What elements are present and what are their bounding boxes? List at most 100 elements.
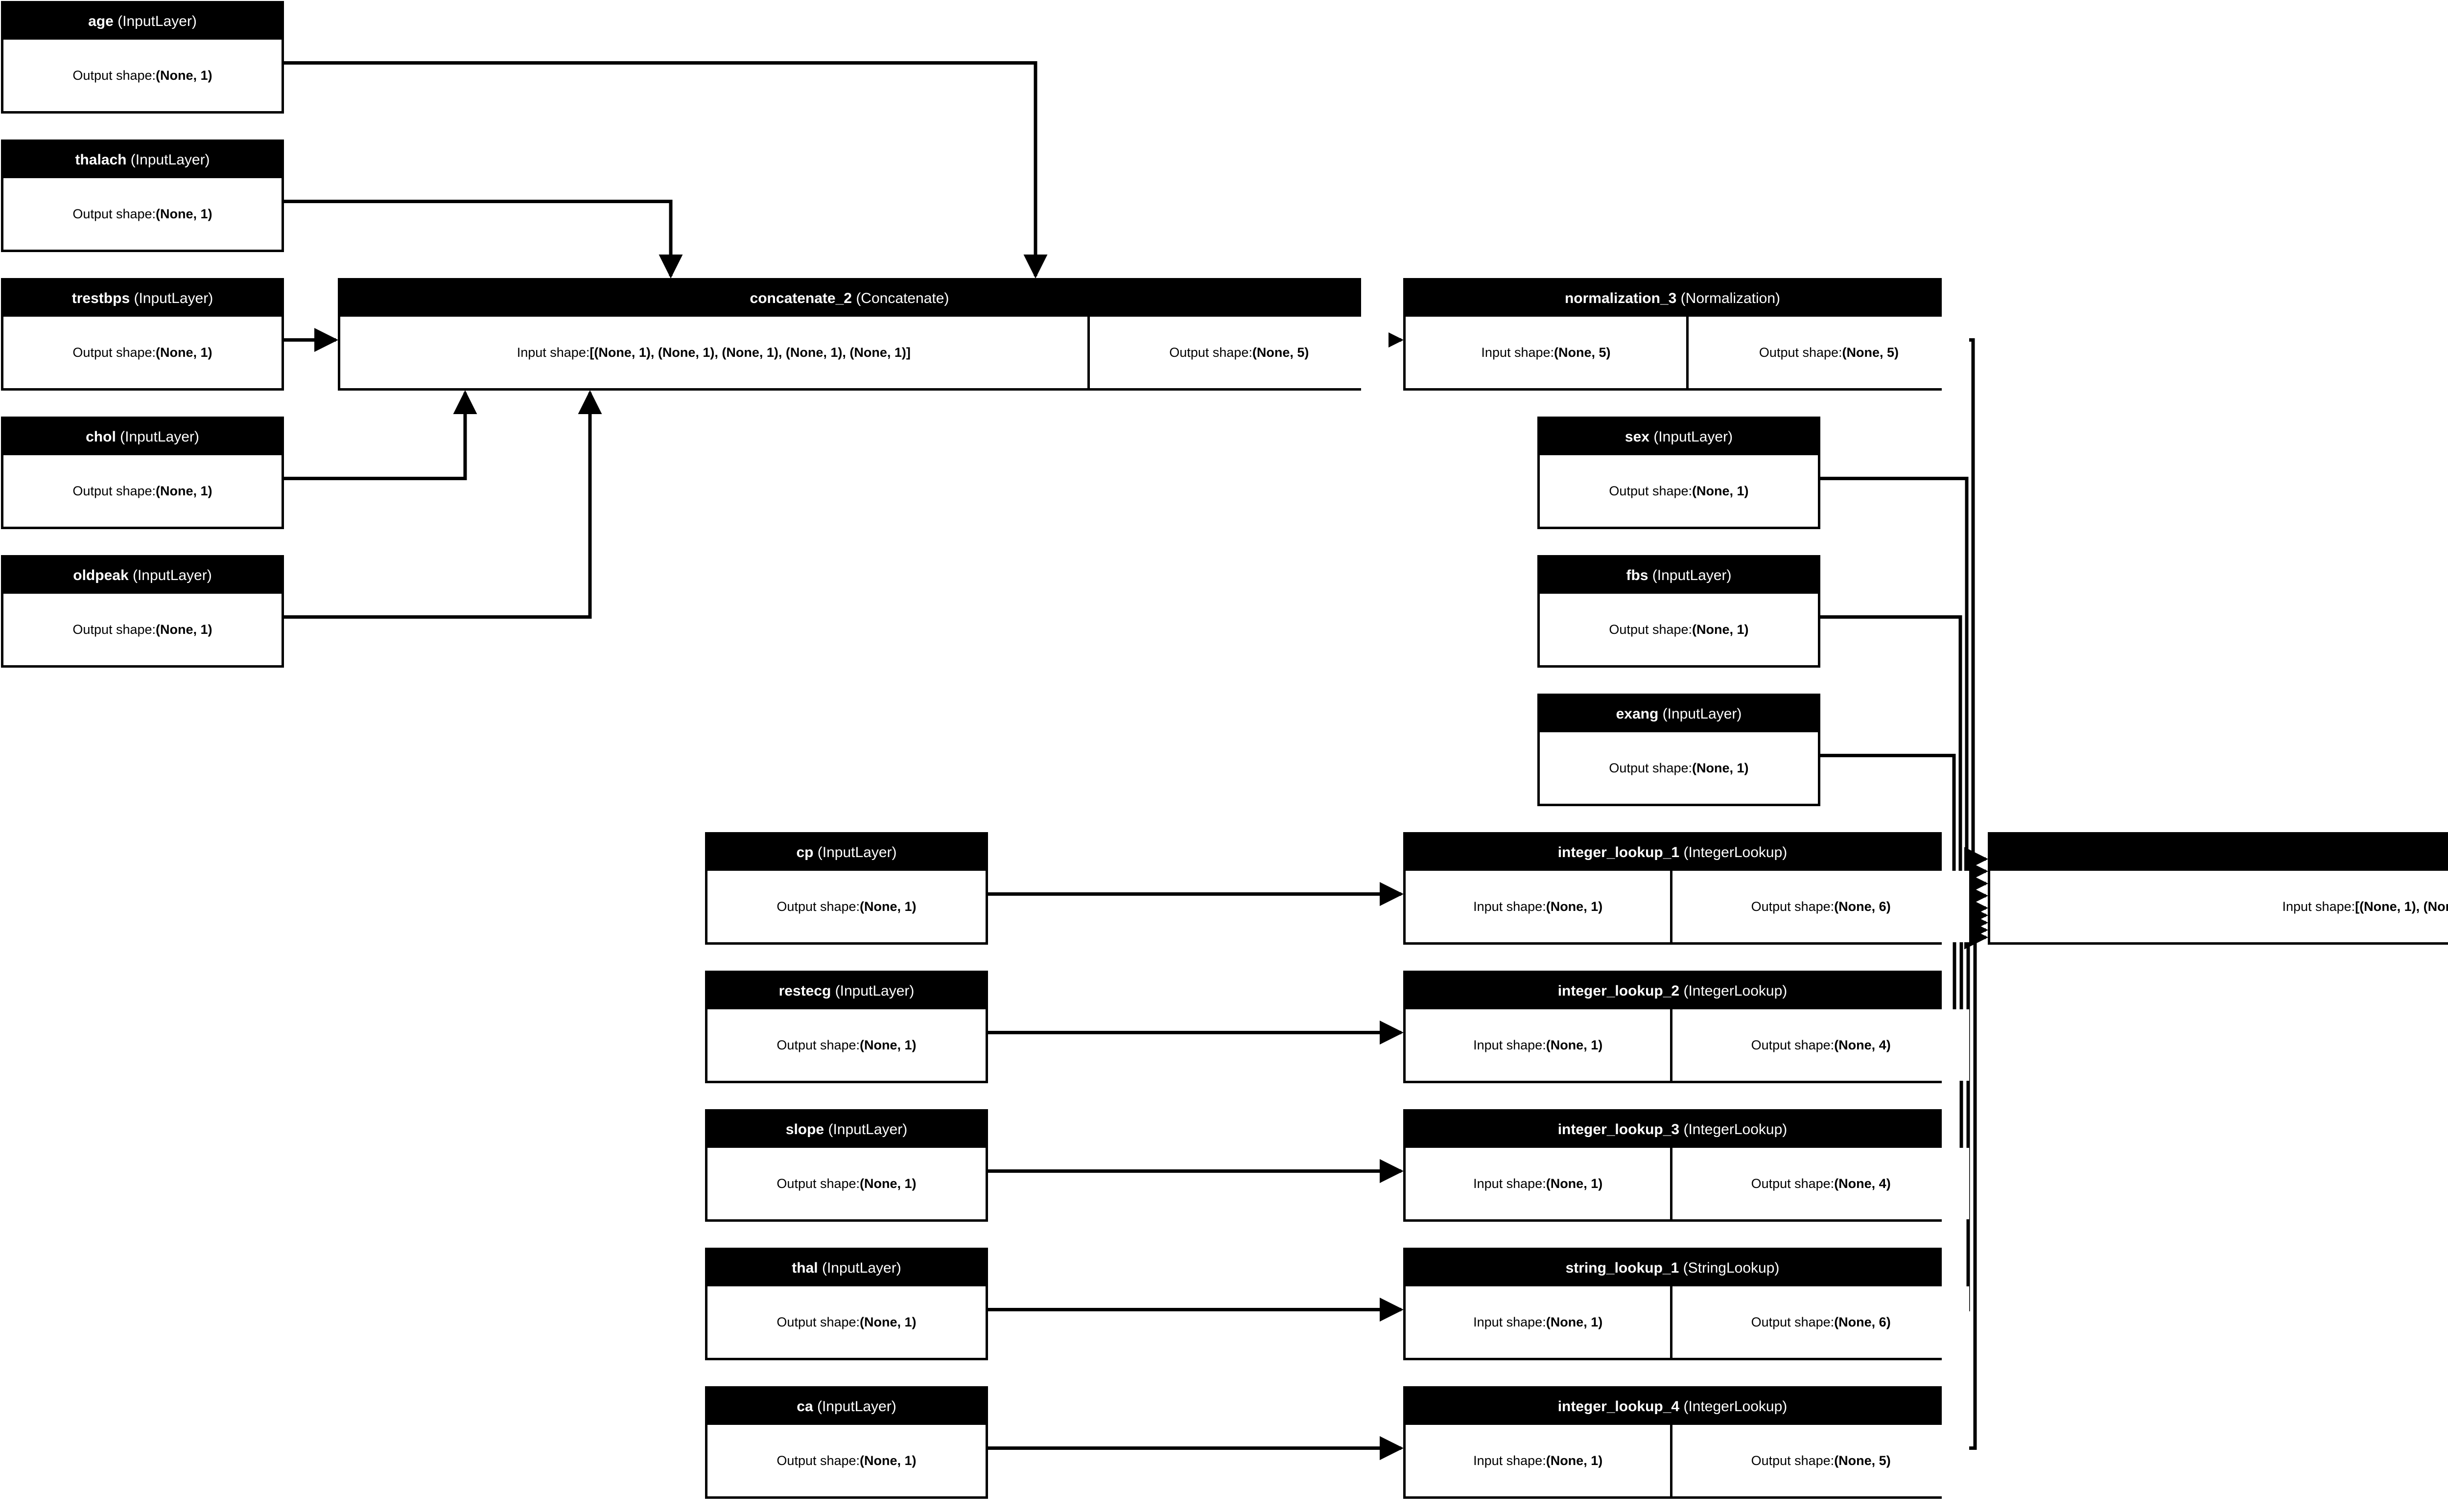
shape-value: (None, 1) [860, 1037, 917, 1052]
node-layer-name: restecg [778, 983, 831, 999]
shape-value: (None, 5) [1842, 345, 1899, 360]
node-title-trestbps: trestbps (InputLayer) [3, 280, 282, 317]
shape-label: Input shape: [1473, 1037, 1546, 1052]
shape-value: (None, 1) [156, 622, 212, 637]
shape-label: Input shape: [1473, 899, 1546, 914]
node-layer-name: integer_lookup_1 [1557, 844, 1680, 861]
node-title-thalach: thalach (InputLayer) [3, 142, 282, 178]
shape-value: (None, 1) [156, 206, 212, 221]
shape-value: (None, 4) [1834, 1176, 1891, 1191]
node-title-chol: chol (InputLayer) [3, 419, 282, 455]
shape-value: (None, 1) [1692, 622, 1749, 637]
graph-node-string_lookup_1[interactable]: string_lookup_1 (StringLookup)Input shap… [1403, 1248, 1969, 1360]
shape-value: (None, 5) [1252, 345, 1309, 360]
graph-node-integer_lookup_3[interactable]: integer_lookup_3 (IntegerLookup)Input sh… [1403, 1109, 1969, 1222]
node-shape-row-integer_lookup_2: Input shape: (None, 1)Output shape: (Non… [1406, 1009, 1969, 1081]
node-shape-row-string_lookup_1: Input shape: (None, 1)Output shape: (Non… [1406, 1286, 1969, 1358]
node-layer-name: ca [797, 1398, 813, 1415]
node-shape-row-concatenate_3: Input shape: [(None, 1), (None, 1), (Non… [1990, 871, 2448, 942]
graph-node-trestbps[interactable]: trestbps (InputLayer)Output shape: (None… [1, 278, 284, 391]
shape-value: (None, 1) [156, 345, 212, 360]
graph-node-integer_lookup_2[interactable]: integer_lookup_2 (IntegerLookup)Input sh… [1403, 971, 1969, 1083]
output-shape-cell: Output shape: (None, 1) [1540, 594, 1818, 665]
shape-value: (None, 4) [1834, 1037, 1891, 1052]
graph-node-cp[interactable]: cp (InputLayer)Output shape: (None, 1) [705, 832, 988, 945]
shape-value: [(None, 1), (None, 1), (None, 1), (None,… [2355, 899, 2448, 914]
output-shape-cell: Output shape: (None, 6) [1672, 871, 1969, 942]
node-title-normalization_3: normalization_3 (Normalization) [1406, 280, 1939, 317]
graph-node-concatenate_2[interactable]: concatenate_2 (Concatenate)Input shape: … [338, 278, 1389, 391]
node-layer-class: (Concatenate) [851, 290, 949, 306]
graph-node-thalach[interactable]: thalach (InputLayer)Output shape: (None,… [1, 140, 284, 252]
node-shape-row-cp: Output shape: (None, 1) [707, 871, 986, 942]
output-shape-cell: Output shape: (None, 1) [1540, 455, 1818, 527]
node-layer-name: fbs [1626, 567, 1648, 583]
graph-node-thal[interactable]: thal (InputLayer)Output shape: (None, 1) [705, 1248, 988, 1360]
shape-label: Output shape: [1751, 1176, 1835, 1191]
node-layer-class: (IntegerLookup) [1679, 983, 1788, 999]
output-shape-cell: Output shape: (None, 1) [707, 1009, 986, 1081]
node-shape-row-trestbps: Output shape: (None, 1) [3, 317, 282, 388]
graph-edge [284, 390, 602, 619]
graph-node-slope[interactable]: slope (InputLayer) Output shape: (None, 1… [705, 1109, 988, 1222]
node-title-thal: thal (InputLayer) [707, 1250, 986, 1286]
shape-value: (None, 1) [860, 1314, 917, 1329]
graph-edge [1942, 338, 1988, 871]
node-layer-name: thalach [75, 152, 127, 168]
output-shape-cell: Output shape: (None, 5) [1689, 317, 1969, 388]
node-layer-name: chol [86, 429, 116, 445]
shape-label: Output shape: [72, 68, 156, 83]
graph-node-chol[interactable]: chol (InputLayer)Output shape: (None, 1) [1, 417, 284, 529]
graph-node-age[interactable]: age (InputLayer)Output shape: (None, 1) [1, 1, 284, 114]
graph-node-normalization_3[interactable]: normalization_3 (Normalization)Input sha… [1403, 278, 1969, 391]
graph-edge [284, 61, 1048, 279]
shape-label: Output shape: [777, 1453, 860, 1468]
graph-node-integer_lookup_1[interactable]: integer_lookup_1 (IntegerLookup)Input sh… [1403, 832, 1969, 945]
graph-node-oldpeak[interactable]: oldpeak (InputLayer)Output shape: (None,… [1, 555, 284, 668]
node-shape-row-age: Output shape: (None, 1) [3, 40, 282, 111]
node-layer-name: oldpeak [73, 567, 129, 583]
graph-node-integer_lookup_4[interactable]: integer_lookup_4 (IntegerLookup)Input sh… [1403, 1386, 1969, 1499]
graph-node-concatenate_3[interactable]: concatenate_3 (Concatenate)Input shape: … [1988, 832, 2448, 945]
graph-node-ca[interactable]: ca (InputLayer) Output shape: (None, 1) [705, 1386, 988, 1499]
output-shape-cell: Output shape: (None, 1) [707, 1286, 986, 1358]
node-layer-name: age [88, 13, 114, 29]
graph-node-fbs[interactable]: fbs (InputLayer) Output shape: (None, 1) [1537, 555, 1820, 668]
shape-label: Output shape: [1609, 622, 1693, 637]
graph-node-exang[interactable]: exang (InputLayer)Output shape: (None, 1… [1537, 694, 1820, 806]
node-layer-name: slope [785, 1121, 824, 1138]
node-layer-name: integer_lookup_3 [1557, 1121, 1680, 1138]
node-layer-class: (InputLayer) [818, 1260, 901, 1276]
shape-label: Output shape: [777, 1176, 860, 1191]
node-layer-class: (InputLayer) [813, 844, 897, 861]
graph-node-sex[interactable]: sex (InputLayer)Output shape: (None, 1) [1537, 417, 1820, 529]
shape-value: (None, 1) [1546, 1314, 1603, 1329]
node-layer-name: normalization_3 [1564, 290, 1677, 306]
node-layer-name: integer_lookup_4 [1557, 1398, 1680, 1415]
input-shape-cell: Input shape: [(None, 1), (None, 1), (Non… [1990, 871, 2448, 942]
input-shape-cell: Input shape: (None, 1) [1406, 1009, 1671, 1081]
graph-node-restecg[interactable]: restecg (InputLayer)Output shape: (None,… [705, 971, 988, 1083]
node-title-cp: cp (InputLayer) [707, 835, 986, 871]
shape-label: Output shape: [1609, 760, 1693, 775]
node-layer-name: concatenate_2 [750, 290, 852, 306]
node-layer-name: sex [1624, 429, 1649, 445]
node-shape-row-integer_lookup_3: Input shape: (None, 1)Output shape: (Non… [1406, 1148, 1969, 1219]
shape-label: Input shape: [2282, 899, 2355, 914]
node-title-slope: slope (InputLayer) [707, 1112, 986, 1148]
node-shape-row-exang: Output shape: (None, 1) [1540, 732, 1818, 804]
node-layer-class: (InputLayer) [813, 1398, 896, 1415]
node-title-exang: exang (InputLayer) [1540, 696, 1818, 732]
shape-value: (None, 1) [860, 1176, 917, 1191]
shape-label: Output shape: [1751, 1314, 1835, 1329]
node-title-integer_lookup_3: integer_lookup_3 (IntegerLookup) [1406, 1112, 1939, 1148]
shape-value: [(None, 1), (None, 1), (None, 1), (None,… [589, 345, 911, 360]
output-shape-cell: Output shape: (None, 1) [707, 871, 986, 942]
node-layer-class: (InputLayer) [1648, 567, 1732, 583]
node-shape-row-restecg: Output shape: (None, 1) [707, 1009, 986, 1081]
node-shape-row-normalization_3: Input shape: (None, 5)Output shape: (Non… [1406, 317, 1969, 388]
output-shape-cell: Output shape: (None, 1) [707, 1425, 986, 1496]
node-layer-class: (InputLayer) [1658, 706, 1742, 722]
